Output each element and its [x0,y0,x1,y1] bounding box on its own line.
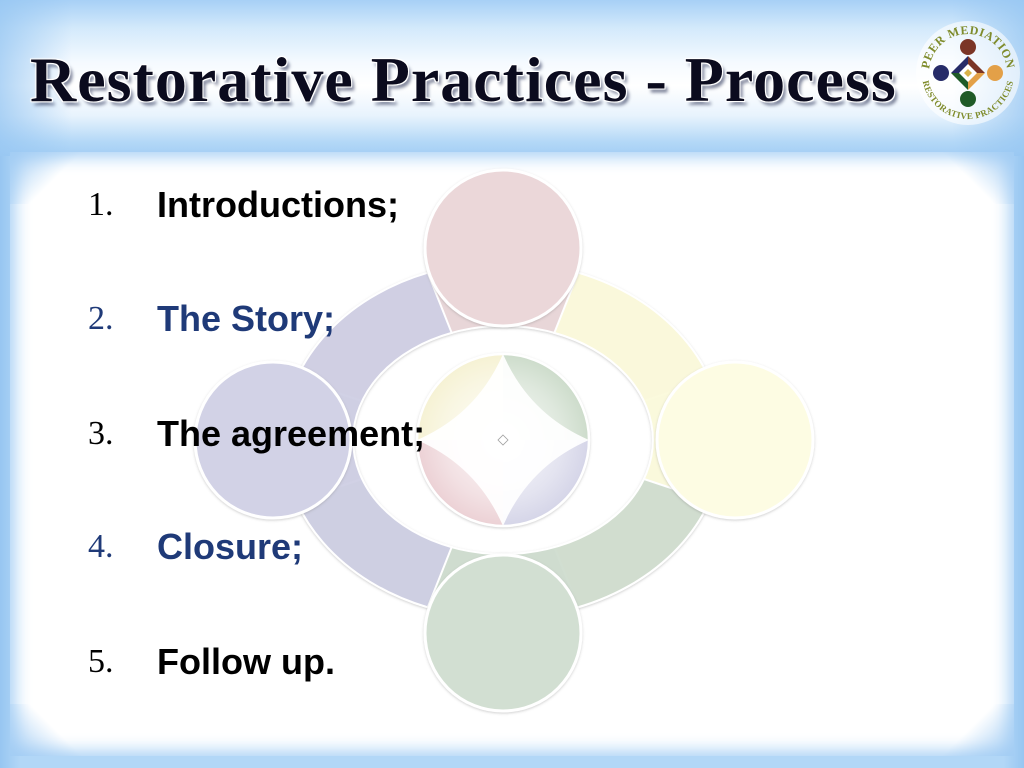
list-item-number: 3. [88,415,114,452]
cycle-node-left [193,360,353,520]
list-item-number: 5. [88,643,114,680]
center-hub [415,352,591,528]
title-band-edge-fade [0,0,1024,156]
cycle-node-top [423,168,583,328]
slide-title: Restorative Practices - Process [30,44,897,115]
list-item-text: The agreement; [157,413,426,454]
ring-segment-left [281,271,454,609]
hub-outline [415,352,591,528]
list-item-text: The Story; [157,298,336,339]
panel-corner-glow [10,152,82,204]
cycle-node-right [655,360,815,520]
list-item: 4. Closure; [0,525,1024,569]
logo-head-bottom [960,91,976,107]
list-item-number: 2. [88,300,114,337]
list-item: 3. The agreement; [0,412,1024,456]
logo-head-left [933,65,949,81]
panel-corner-glow [10,704,82,756]
logo-figures-icon [933,39,1003,107]
hub-diamond [417,354,589,526]
cycle-nodes [193,168,815,713]
list-item: 1. Introductions; [0,183,1024,227]
list-item-number: 1. [88,186,114,223]
logo-head-right [987,65,1003,81]
logo-center-gem [964,69,972,77]
panel-corner-glow [942,704,1014,756]
list-item: 2. The Story; [0,297,1024,341]
ring-segments [281,261,725,619]
list-item-text: Introductions; [157,184,399,225]
peer-mediation-logo: PEER MEDIATION RESTORATIVE PRACTICES [916,21,1020,125]
list-item: 5. Follow up. [0,640,1024,684]
panel-corner-glow [942,152,1014,204]
list-item-number: 4. [88,528,114,565]
cycle-node-bottom [423,553,583,713]
list-item-text: Closure; [157,526,304,567]
hub-center-diamond-icon [497,434,509,446]
list-item-text: Follow up. [157,641,335,682]
logo-head-top [960,39,976,55]
